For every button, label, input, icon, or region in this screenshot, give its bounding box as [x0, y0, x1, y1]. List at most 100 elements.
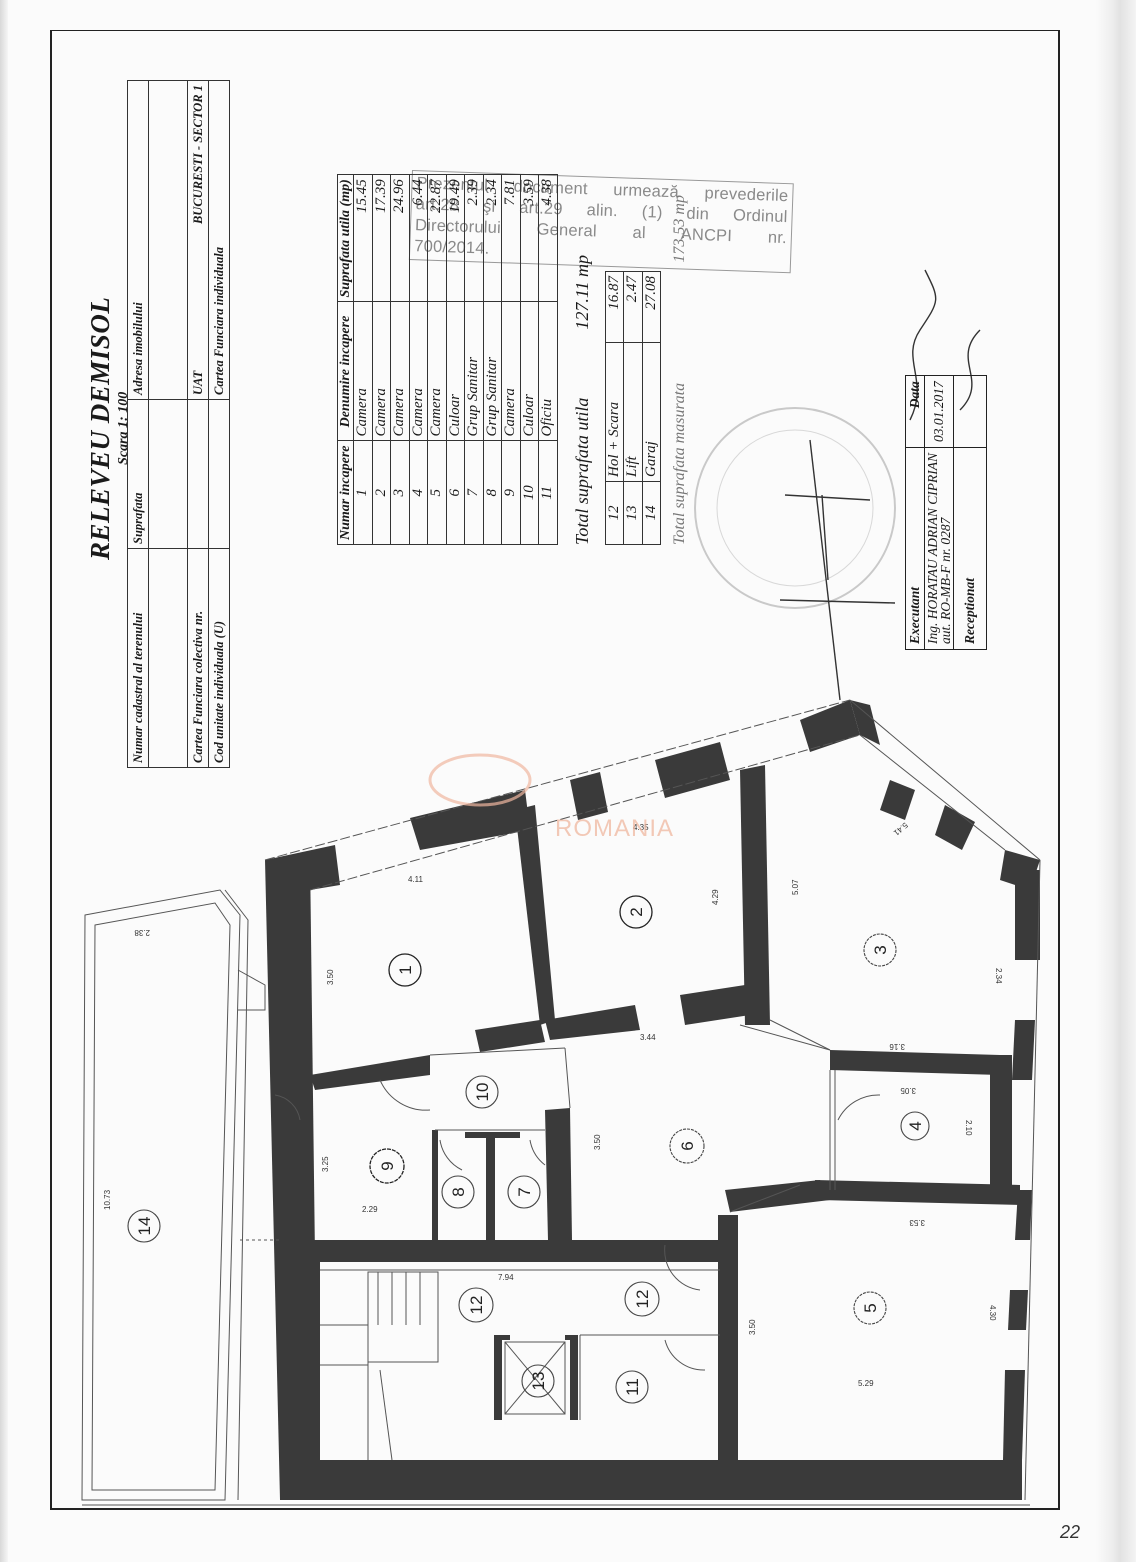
- rooms-table-block: Numar incapere Denumire incapere Suprafa…: [337, 174, 689, 545]
- room-name: Camera: [390, 302, 409, 441]
- info-cell: Adresa imobilului: [127, 80, 149, 400]
- svg-text:3.50: 3.50: [748, 1319, 757, 1335]
- info-cell: [187, 399, 209, 549]
- room-area: 2.47: [623, 271, 642, 343]
- room-name: Culoar: [446, 302, 465, 441]
- info-cell: Numar cadastral al terenului: [127, 548, 149, 768]
- svg-text:13: 13: [529, 1372, 548, 1391]
- room-number: 10: [520, 441, 539, 545]
- executant-table-block: Executant Data Ing. HORATAU ADRIAN CIPRI…: [905, 375, 987, 650]
- room-name: Grup Sanitar: [464, 302, 483, 441]
- room-number: 8: [483, 441, 502, 545]
- total-measured-label: Total suprafata masurata: [671, 382, 688, 545]
- room-name: Oficiu: [538, 302, 557, 441]
- svg-text:3.44: 3.44: [640, 1033, 656, 1042]
- walls: [265, 700, 1040, 1500]
- info-cell: Cod unitate individuala (U): [208, 548, 230, 768]
- room-name: Culoar: [520, 302, 539, 441]
- room-name: Camera: [409, 302, 428, 441]
- received-cell: [953, 375, 987, 448]
- info-cell: Suprafata: [127, 399, 149, 549]
- exec-row: Receptionat: [953, 375, 987, 650]
- header-room-number: Numar incapere: [337, 441, 354, 545]
- exec-row: Executant Data: [905, 375, 925, 650]
- door-swings: [274, 1079, 881, 1371]
- total-util-label: Total suprafata utila: [571, 397, 592, 545]
- total-util-value: 127.11 mp: [571, 255, 592, 330]
- svg-text:5.29: 5.29: [858, 1379, 874, 1388]
- svg-text:4: 4: [906, 1121, 925, 1130]
- svg-text:4.29: 4.29: [711, 889, 720, 905]
- svg-text:10.73: 10.73: [103, 1189, 112, 1210]
- svg-text:5.41: 5.41: [891, 820, 909, 837]
- svg-text:4.30: 4.30: [988, 1305, 997, 1321]
- document-header: RELEVEU DEMISOL Scara 1: 100: [85, 297, 132, 560]
- info-cell: Cartea Funciara individuala: [208, 80, 230, 400]
- svg-text:3.25: 3.25: [321, 1156, 330, 1172]
- room-area: 16.87: [605, 271, 624, 343]
- room-number: 11: [538, 441, 557, 545]
- room-number: 7: [464, 441, 483, 545]
- stamp: [694, 407, 896, 609]
- room-number: 9: [501, 441, 520, 545]
- executant-table: Executant Data Ing. HORATAU ADRIAN CIPRI…: [905, 375, 987, 650]
- watermark-text: ROMANIA: [555, 815, 675, 842]
- svg-text:2.34: 2.34: [994, 968, 1003, 984]
- svg-text:4.35: 4.35: [633, 823, 649, 832]
- dimension-labels: 4.11 3.50 4.35 4.29 3.44 5.07 5.41 2.34 …: [103, 820, 1003, 1388]
- svg-text:2.29: 2.29: [362, 1205, 378, 1214]
- room-number: 6: [446, 441, 465, 545]
- uat-value: BUCURESTI - SECTOR 1: [190, 85, 205, 225]
- svg-text:11: 11: [623, 1378, 642, 1396]
- svg-text:10: 10: [473, 1083, 492, 1102]
- room-area: 3.59: [520, 174, 539, 302]
- svg-text:3.05: 3.05: [900, 1086, 916, 1095]
- room-area: 2.39: [464, 174, 483, 302]
- svg-text:2: 2: [627, 907, 646, 916]
- svg-text:12: 12: [633, 1290, 652, 1309]
- svg-text:14: 14: [135, 1217, 154, 1236]
- svg-text:3.50: 3.50: [326, 969, 335, 985]
- page-number: 22: [1060, 1522, 1081, 1542]
- info-cell: [208, 399, 230, 549]
- room-name: Garaj: [642, 342, 661, 482]
- room-name: Camera: [501, 302, 520, 441]
- rooms-header-row: Numar incapere Denumire incapere Suprafa…: [337, 174, 354, 545]
- room-number: 4: [409, 441, 428, 545]
- engineer-cell: Ing. HORATAU ADRIAN CIPRIAN aut. RO-MB-F…: [924, 447, 954, 650]
- watermark-logo-icon: [428, 753, 532, 807]
- svg-text:3.50: 3.50: [593, 1134, 602, 1150]
- room-name: Camera: [372, 302, 391, 441]
- executant-label: Executant: [905, 447, 925, 650]
- outline-lines: [81, 699, 1041, 1506]
- svg-text:5.07: 5.07: [791, 879, 800, 895]
- room-area: 2.34: [483, 174, 502, 302]
- room-labels: 1 2 3 4 5 6 7 8 9 10 11 12 12 13 14: [127, 895, 930, 1404]
- info-row: [148, 80, 188, 768]
- header-room-area: Suprafata utila (mp): [337, 174, 354, 302]
- svg-text:1: 1: [396, 965, 415, 974]
- info-cell: [148, 548, 188, 768]
- room-name: Hol + Scara: [605, 342, 624, 482]
- signature: [779, 269, 981, 701]
- info-cell: [148, 80, 188, 400]
- svg-text:3.53: 3.53: [909, 1218, 925, 1227]
- svg-text:3.16: 3.16: [889, 1042, 905, 1051]
- room-area: 15.45: [353, 174, 372, 302]
- page-title: RELEVEU DEMISOL: [85, 296, 115, 560]
- date-label: Data: [905, 375, 925, 448]
- info-row: Numar cadastral al terenului Suprafata A…: [127, 80, 149, 768]
- room-area: 17.39: [372, 174, 391, 302]
